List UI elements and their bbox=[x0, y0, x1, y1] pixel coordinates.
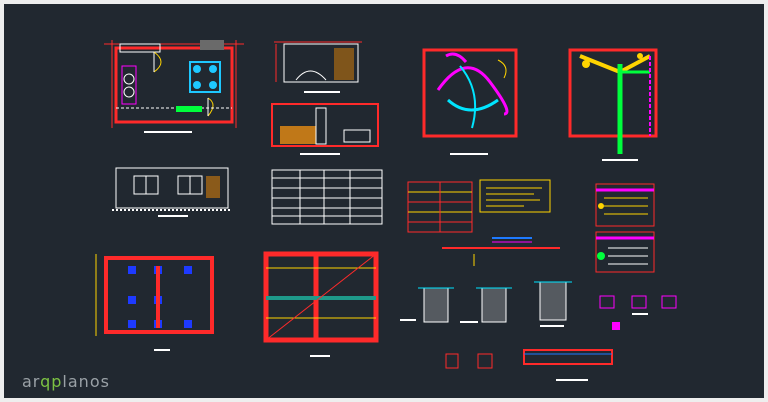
electrical-plan bbox=[422, 48, 518, 155]
cad-drawing-sheet bbox=[95, 40, 677, 381]
cad-drawing-canvas: arqplanos bbox=[4, 4, 764, 398]
plumbing-plan bbox=[568, 48, 658, 161]
connection-details bbox=[599, 295, 677, 330]
floor-plan bbox=[104, 40, 244, 133]
wall-section-detail bbox=[445, 349, 613, 381]
wall-elevation-upper bbox=[274, 41, 362, 93]
roof-plan bbox=[263, 251, 379, 357]
brand-watermark-part2: qp bbox=[40, 372, 63, 391]
front-facade bbox=[112, 167, 232, 217]
foundation-plan bbox=[95, 254, 214, 351]
brand-watermark: arqplanos bbox=[22, 372, 110, 391]
schedule-table bbox=[271, 169, 383, 225]
wall-elevation-lower bbox=[271, 103, 379, 155]
brand-watermark-part3: lanos bbox=[62, 372, 110, 391]
brand-watermark-part1: ar bbox=[22, 372, 41, 391]
footing-details bbox=[400, 281, 572, 327]
detail-tables bbox=[407, 179, 560, 266]
legend-panels bbox=[595, 183, 655, 273]
